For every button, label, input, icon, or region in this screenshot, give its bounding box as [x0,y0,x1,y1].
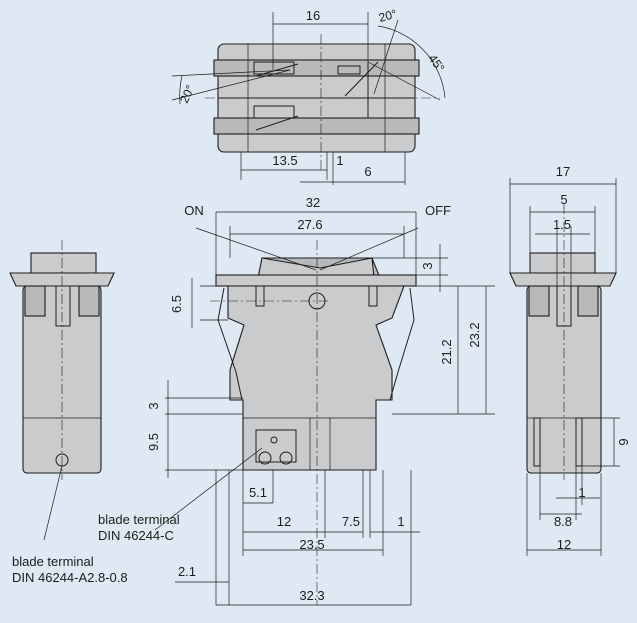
dim-side-1: 1 [578,485,585,500]
front-view [154,211,495,606]
top-view [171,12,446,185]
blade-c-label-line2: DIN 46244-C [98,528,174,543]
dim-top-angle-20a: 20° [377,7,398,25]
left-side-view [9,240,115,541]
blade-a-label-line2: DIN 46244-A2.8-0.8 [12,570,128,585]
dim-top-6: 6 [364,164,371,179]
dim-front-21-2: 21.2 [439,339,454,364]
dim-front-6-5: 6.5 [169,295,184,313]
dim-top-16: 16 [306,8,320,23]
label-on: ON [184,203,204,218]
dim-side-9: 9 [616,438,631,445]
dim-front-2-1: 2.1 [178,564,196,579]
blade-c-label-line1: blade terminal [98,512,180,527]
dim-side-5: 5 [560,192,567,207]
dim-top-13-5: 13.5 [272,153,297,168]
dim-top-angle-45: 45° [426,52,448,75]
dim-front-9-5: 9.5 [146,433,161,451]
dim-side-17: 17 [556,164,570,179]
dim-side-8-8: 8.8 [554,514,572,529]
dim-front-12: 12 [277,514,291,529]
dim-front-7-5: 7.5 [342,514,360,529]
dim-front-27-6: 27.6 [297,217,322,232]
dim-front-5-1: 5.1 [249,485,267,500]
dim-front-1: 1 [397,514,404,529]
dim-front-23-5: 23.5 [299,537,324,552]
blade-a-label-line1: blade terminal [12,554,94,569]
label-off: OFF [425,203,451,218]
dim-front-3a: 3 [420,262,435,269]
dim-front-32: 32 [306,195,320,210]
dim-front-23-2: 23.2 [467,322,482,347]
dim-side-12: 12 [557,537,571,552]
dim-front-3b: 3 [146,402,161,409]
dim-front-32-3: 32.3 [299,588,324,603]
dim-side-1-5: 1.5 [553,217,571,232]
dimension-labels: 16 20° 45° 20° 13.5 1 6 ON OFF 32 27.6 3… [12,7,631,603]
right-side-view [509,178,620,556]
dim-top-1: 1 [336,153,343,168]
